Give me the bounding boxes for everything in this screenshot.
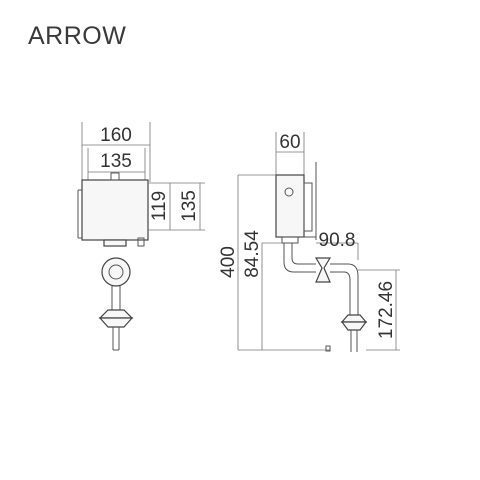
bottom-connector [103,239,127,247]
flush-valve-body-front [81,179,149,241]
floor-marker [325,345,331,352]
inlet-round-front [101,257,131,287]
dim-side-outlet-height: 172.46 [376,281,397,339]
dim-side-inlet-height: 84.54 [242,230,263,278]
dim-front-width-total: 160 [100,125,132,146]
dim-side-height-total: 400 [218,246,239,278]
outlet-pipe-outer [330,263,359,315]
side-view: 60 400 84.54 90.8 [218,132,400,352]
dim-side-depth: 60 [279,132,300,153]
elbow-pipe-inner [291,243,316,265]
flange-lower [98,317,134,328]
brand-logo-text: ARROW [28,22,127,50]
side-bottom-connector [281,236,299,244]
flush-valve-body-side [275,174,305,238]
dim-front-height-total: 135 [179,190,200,222]
dim-side-outlet: 90.8 [319,230,356,251]
flange-side-lower [340,321,368,331]
elbow-pipe-outer [283,243,316,273]
side-screw [284,187,294,197]
outlet-pipe-inner [330,271,351,315]
dim-front-height-inner: 119 [149,191,170,221]
wall-mount-plate [303,182,313,232]
union-nut [314,257,332,283]
dim-front-width-inner: 135 [100,151,132,172]
inlet-inner-ring [108,264,124,280]
flange-front [98,309,134,319]
front-view: 160 135 119 135 [77,122,205,351]
flange-side [340,314,368,323]
side-nipple [137,237,145,247]
top-knob [110,172,120,181]
